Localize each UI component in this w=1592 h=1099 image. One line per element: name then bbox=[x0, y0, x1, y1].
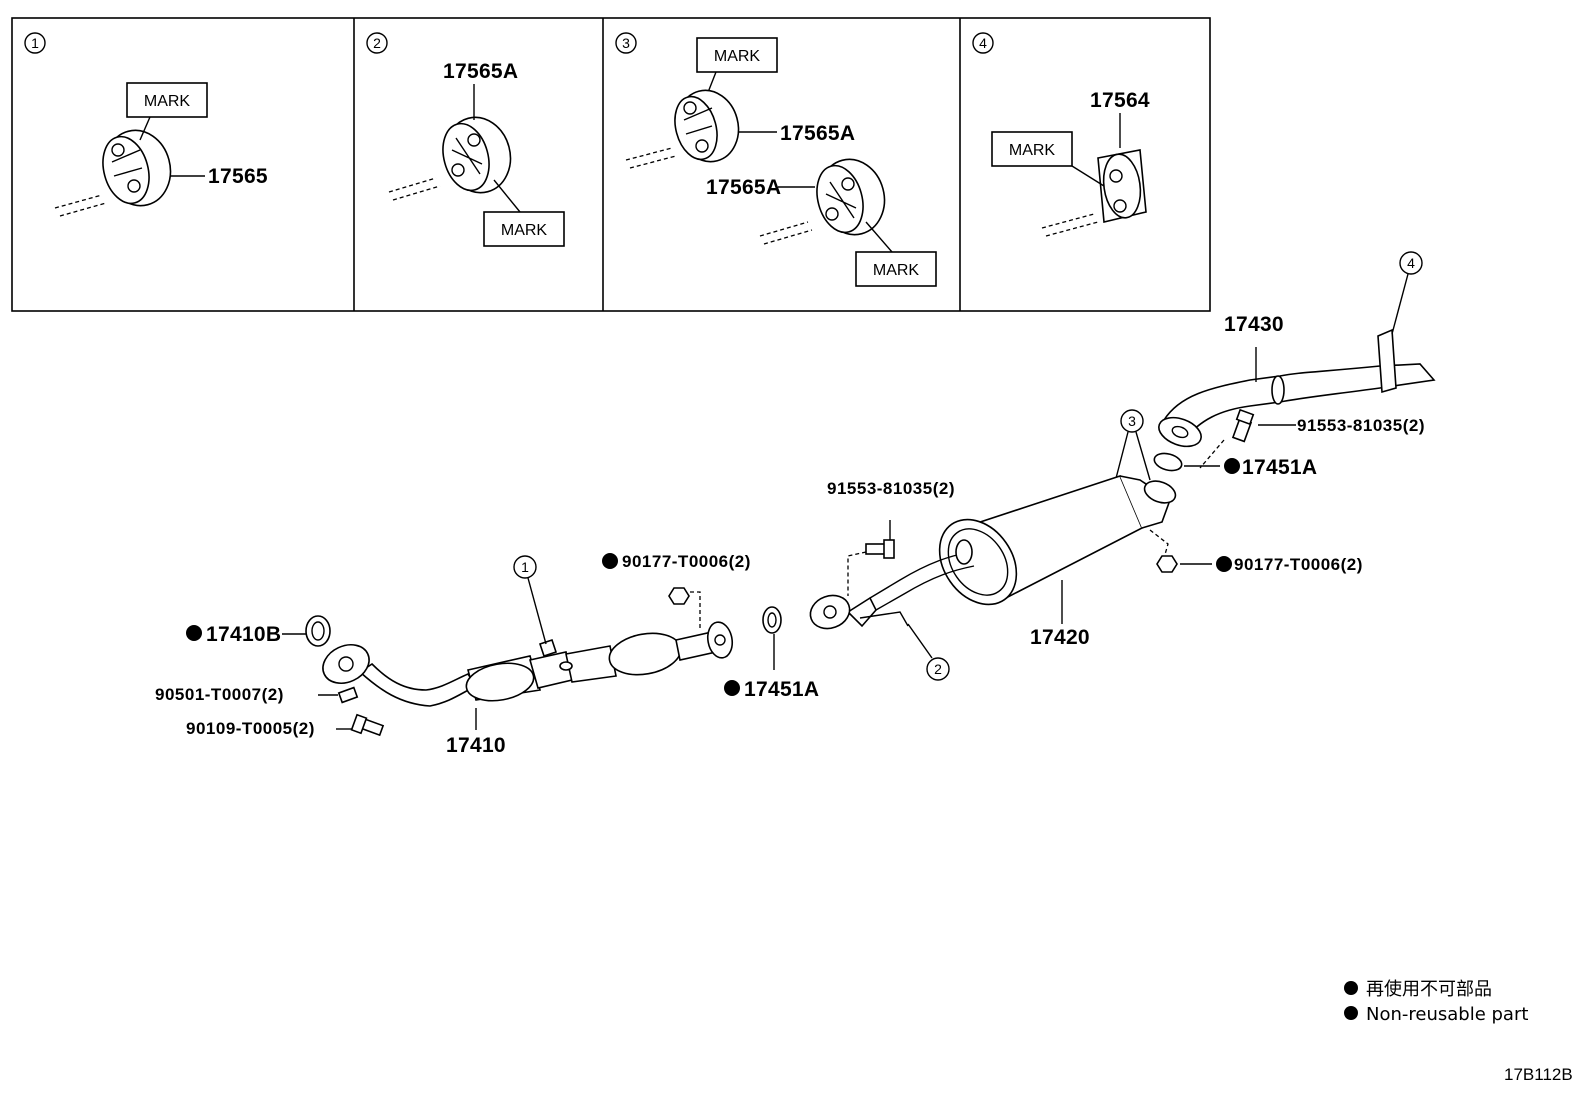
callout-1: 1 bbox=[521, 559, 529, 575]
front-pipe-17410 bbox=[322, 621, 734, 707]
label-90109: 90109-T0005(2) bbox=[186, 719, 315, 738]
label-17410B: 17410B bbox=[206, 623, 281, 646]
stud-90501 bbox=[337, 686, 359, 704]
rubber-mount-17564 bbox=[1097, 149, 1147, 223]
panel-4: 4 17564 MARK bbox=[972, 32, 1150, 237]
muffler-17420 bbox=[869, 475, 1177, 611]
legend-english: Non-reusable part bbox=[1366, 1004, 1528, 1025]
callout-4: 4 bbox=[1407, 255, 1415, 271]
panel-2-number: 2 bbox=[373, 35, 381, 51]
nut-90109 bbox=[350, 713, 385, 737]
tail-pipe-17430 bbox=[1158, 328, 1436, 448]
label-17451A-front: 17451A bbox=[744, 678, 819, 701]
panel-4-mark: MARK bbox=[1009, 142, 1056, 159]
panel-2-part: 17565A bbox=[443, 60, 518, 83]
rubber-mount-17565A-p3-upper bbox=[674, 89, 740, 163]
label-17420: 17420 bbox=[1030, 626, 1090, 649]
nut-90177-front bbox=[668, 587, 690, 605]
center-pipe-flange bbox=[809, 594, 909, 630]
bolt-91553-mid bbox=[865, 539, 895, 559]
rubber-mount-17565A-p2 bbox=[442, 116, 512, 194]
label-17410: 17410 bbox=[446, 734, 506, 757]
panel-3-number: 3 bbox=[622, 35, 630, 51]
panel-1-mark: MARK bbox=[144, 93, 191, 110]
label-90501: 90501-T0007(2) bbox=[155, 685, 284, 704]
legend-japanese: 再使用不可部品 bbox=[1366, 979, 1492, 1000]
rubber-mount-17565 bbox=[102, 129, 172, 207]
panel-3-part-b: 17565A bbox=[706, 176, 781, 199]
panel-1: 1 MARK 17565 bbox=[24, 32, 268, 217]
panel-4-number: 4 bbox=[979, 35, 987, 51]
callout-2: 2 bbox=[934, 661, 942, 677]
panel-1-part: 17565 bbox=[208, 165, 268, 188]
label-90177-rear: 90177-T0006(2) bbox=[1234, 555, 1363, 574]
label-90177-front: 90177-T0006(2) bbox=[622, 552, 751, 571]
rubber-mount-17565A-p3-lower bbox=[816, 158, 886, 236]
gasket-17451A-front bbox=[762, 606, 782, 634]
legend: 再使用不可部品 Non-reusable part bbox=[1344, 979, 1528, 1025]
label-17430: 17430 bbox=[1224, 313, 1284, 336]
panel-3-mark-a: MARK bbox=[714, 48, 761, 65]
panel-2-mark: MARK bbox=[501, 222, 548, 239]
gasket-17410B bbox=[305, 615, 331, 647]
panel-2: 2 17565A MARK bbox=[366, 32, 565, 247]
label-91553-mid: 91553-81035(2) bbox=[827, 479, 955, 498]
panel-3-mark-b: MARK bbox=[873, 262, 920, 279]
panel-4-part: 17564 bbox=[1090, 89, 1150, 112]
label-17451A-rear: 17451A bbox=[1242, 456, 1317, 479]
detail-panels bbox=[11, 17, 1211, 312]
nut-90177-rear bbox=[1156, 555, 1178, 573]
gasket-17451A-rear bbox=[1153, 452, 1183, 472]
panel-1-number: 1 bbox=[31, 35, 39, 51]
panel-3-part-a: 17565A bbox=[780, 122, 855, 145]
bolt-91553-rear bbox=[1231, 408, 1255, 443]
diagram-code: 17B112B bbox=[1504, 1065, 1573, 1084]
panel-3: 3 MARK 17565A 17565A MARK bbox=[615, 32, 937, 287]
callout-3: 3 bbox=[1128, 413, 1136, 429]
label-91553-rear: 91553-81035(2) bbox=[1297, 416, 1425, 435]
